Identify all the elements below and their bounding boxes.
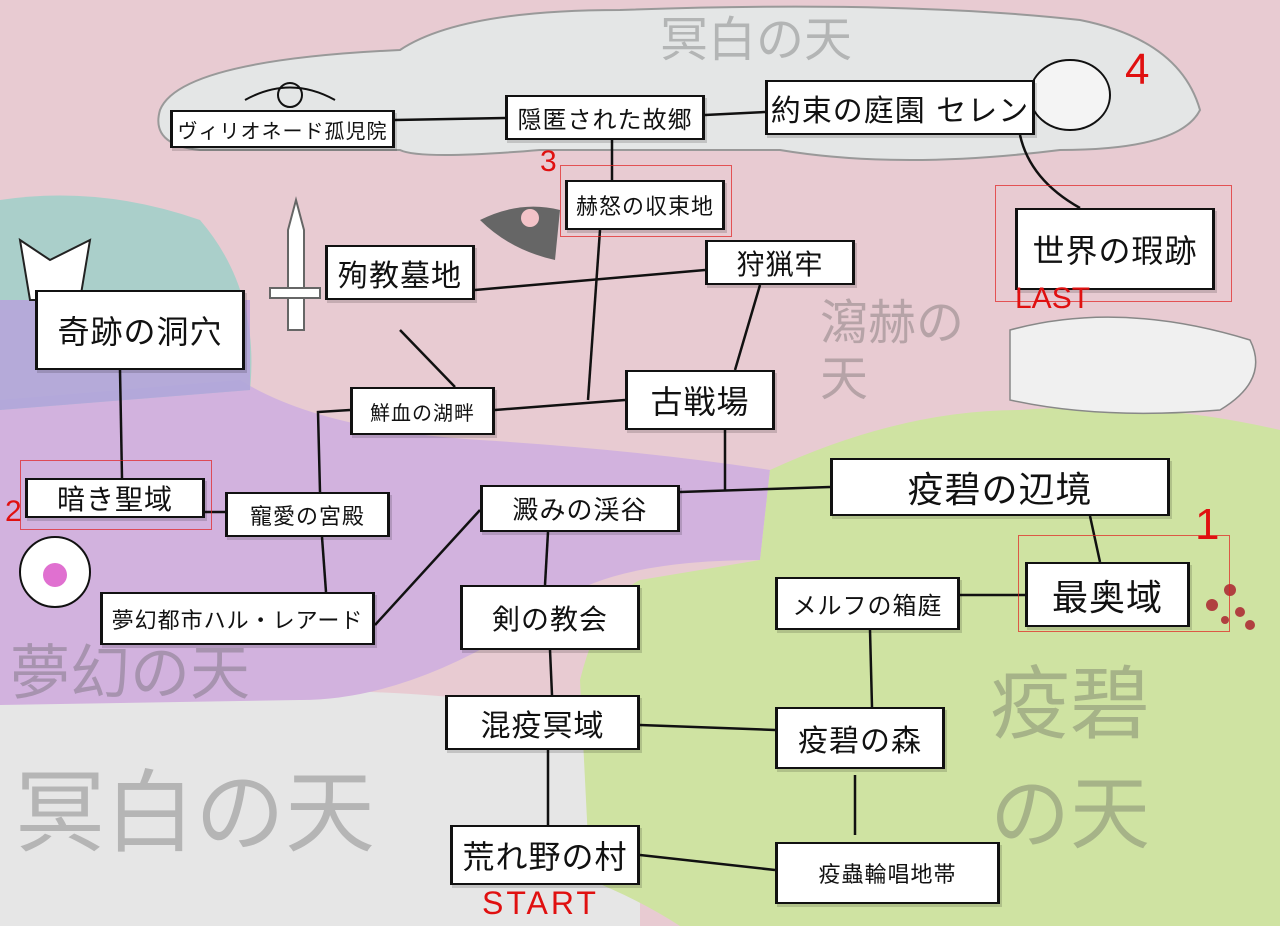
marker-1: 1 (1195, 500, 1220, 549)
node-dream-city: 夢幻都市ハル・レアード (100, 592, 375, 645)
node-merf: メルフの箱庭 (775, 577, 960, 630)
node-battlefield: 古戦場 (625, 370, 775, 430)
marker-4: 4 (1125, 45, 1150, 94)
node-frontier: 疫碧の辺境 (830, 458, 1170, 516)
node-inner: 最奥域 (1025, 562, 1190, 627)
node-chaos: 混疫冥域 (445, 695, 640, 750)
node-hidden-home: 隠匿された故郷 (505, 95, 705, 140)
highlight-1 (1018, 535, 1230, 632)
emblem-icon (19, 536, 91, 608)
marker-start: START (482, 885, 599, 921)
node-forest: 疫碧の森 (775, 707, 945, 769)
highlight-2 (20, 460, 212, 530)
node-hunt: 狩猟牢 (705, 240, 855, 285)
node-martyr: 殉教墓地 (325, 245, 475, 300)
red-spots-icon (1206, 584, 1255, 630)
character-face-icon (1029, 59, 1111, 131)
clouds-right (1009, 316, 1257, 415)
eye-icon (244, 82, 336, 108)
marker-3: 3 (540, 145, 557, 178)
connections (118, 110, 1102, 872)
region-label-white-bottom: 冥白の天 (15, 761, 375, 866)
region-plague (580, 407, 1280, 926)
highlight-3 (560, 165, 732, 237)
region-label-plague: 疫碧の天 (990, 658, 1150, 861)
node-sword-church: 剣の教会 (460, 585, 640, 650)
region-label-dream: 夢幻の天 (10, 639, 250, 709)
marker-2: 2 (5, 495, 22, 528)
node-promise-garden: 約束の庭園 セレン (765, 80, 1035, 135)
node-palace: 寵愛の宮殿 (225, 492, 390, 537)
dark-creature-icon (480, 206, 560, 260)
node-insect: 疫蟲輪唱地帯 (775, 842, 1000, 904)
node-blood-lake: 鮮血の湖畔 (350, 387, 495, 435)
node-dark-sanctum: 暗き聖域 (25, 478, 205, 518)
node-orphanage: ヴィリオネード孤児院 (170, 110, 395, 148)
node-miracle: 奇跡の洞穴 (35, 290, 245, 370)
region-label-white-top: 冥白の天 (660, 12, 853, 68)
node-village: 荒れ野の村 (450, 825, 640, 885)
sword-icon (269, 196, 321, 331)
region-label-crimson: 瀉赫の天 (820, 295, 965, 407)
marker-last: LAST (1015, 282, 1091, 315)
node-wrath: 赫怒の収束地 (565, 180, 725, 230)
node-world: 世界の瑕跡 (1015, 208, 1215, 290)
highlight-last (995, 185, 1232, 302)
hat-character-icon (18, 237, 92, 301)
node-valley: 澱みの渓谷 (480, 485, 680, 532)
